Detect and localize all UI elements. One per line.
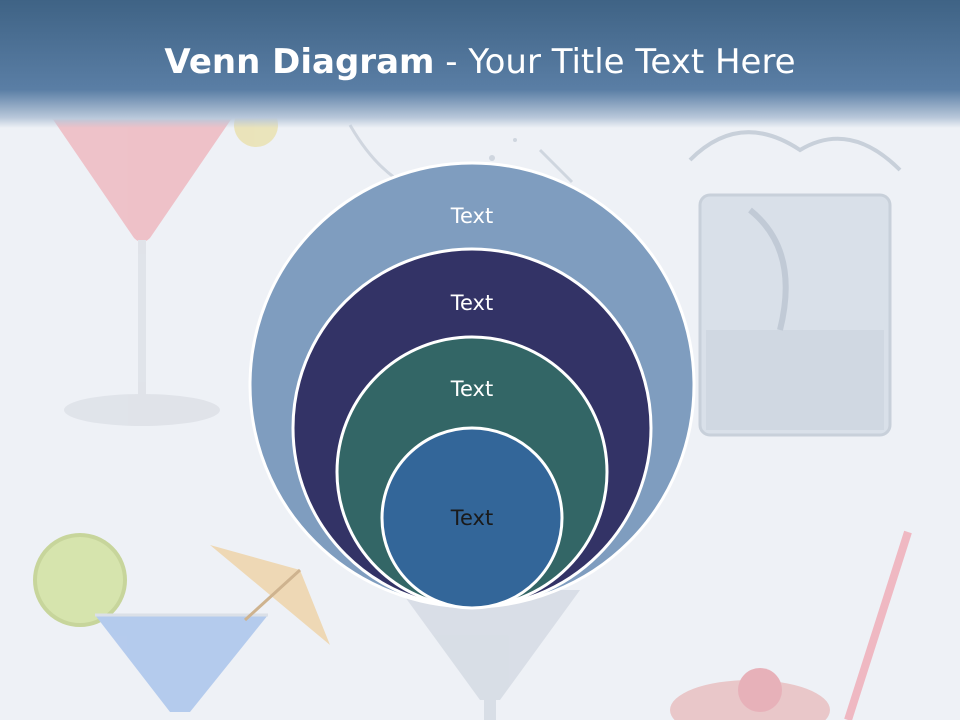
outer-circle-label: Text [450, 204, 493, 228]
title-rest: - Your Title Text Here [434, 42, 796, 82]
title-bold: Venn Diagram [164, 42, 435, 82]
red-drink-image [670, 530, 912, 720]
inner-circle-label: Text [450, 506, 493, 530]
clear-martini-glass-image [400, 590, 580, 720]
slide-title: Venn Diagram - Your Title Text Here [0, 38, 960, 86]
water-glass-image [688, 130, 902, 437]
inner-circle [380, 426, 564, 610]
third-circle-label: Text [450, 377, 493, 401]
second-circle-label: Text [450, 291, 493, 315]
splash-image [348, 124, 574, 184]
title-bar: Venn Diagram - Your Title Text Here [0, 0, 960, 128]
blue-martini-glass-image [33, 533, 330, 712]
